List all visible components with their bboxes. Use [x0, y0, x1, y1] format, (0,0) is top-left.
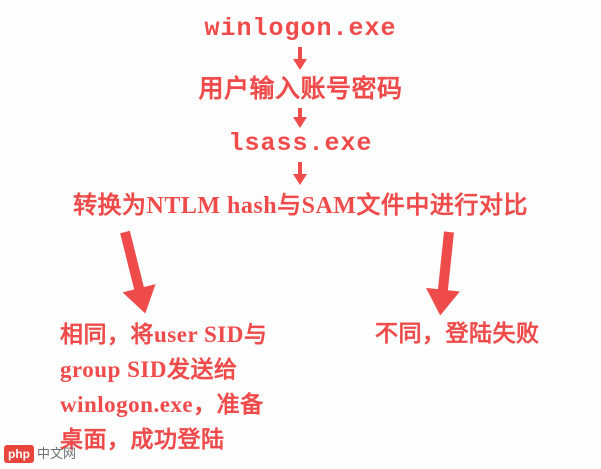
arrow-shaft: [120, 230, 145, 294]
node-login-fail: 不同，登陆失败: [375, 321, 540, 346]
node-lsass: lsass.exe: [228, 129, 373, 158]
node-ntlm-compare: 转换为NTLM hash与SAM文件中进行对比: [73, 193, 528, 219]
arrow-shaft: [298, 47, 302, 61]
arrow-head: [423, 287, 460, 318]
watermark: php 中文网: [4, 444, 76, 464]
arrow-shaft: [437, 231, 454, 295]
node-winlogon: winlogon.exe: [204, 14, 397, 43]
watermark-text: 中文网: [37, 446, 77, 461]
arrow-head: [122, 284, 162, 318]
arrow-head: [293, 174, 307, 185]
php-logo: php: [4, 445, 34, 463]
arrow-shaft: [298, 162, 302, 176]
node-credentials: 用户输入账号密码: [198, 76, 403, 103]
arrow-head: [293, 59, 307, 70]
arrow-shaft: [298, 108, 302, 119]
arrow-head: [293, 117, 307, 128]
node-login-success: 相同，将user SID与 group SID发送给 winlogon.exe，…: [60, 322, 268, 452]
